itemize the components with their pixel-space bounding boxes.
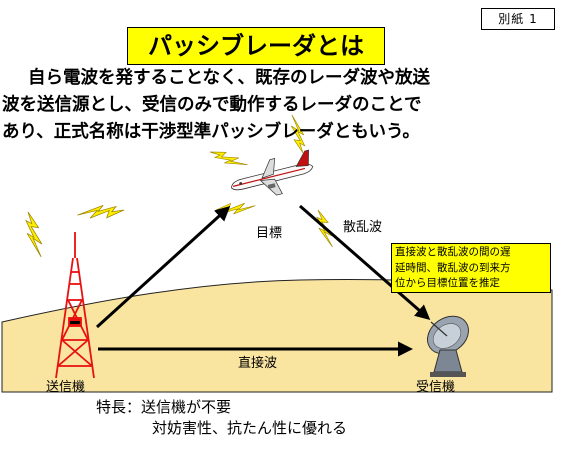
target-label: 目標 xyxy=(256,226,283,241)
direct-wave-label: 直接波 xyxy=(238,356,278,371)
airplane-icon xyxy=(231,149,314,196)
arrow-icon xyxy=(95,205,231,329)
description: 自ら電波を発することなく、既存のレーダ波や放送 波を送信源とし、受信のみで動作す… xyxy=(2,65,564,146)
arrow-icon xyxy=(299,204,431,320)
description-line-2: 波を送信源とし、受信のみで動作するレーダのことで xyxy=(2,95,422,115)
description-line-3: あり、正式名称は干渉型準パッシブレーダともいう。 xyxy=(2,122,420,142)
scattered-wave-label: 散乱波 xyxy=(343,220,383,235)
feature-line-2: 対妨害性、抗たん性に優れる xyxy=(152,419,348,437)
tv-tower-icon xyxy=(55,232,95,379)
estimation-note-box: 直接波と散乱波の間の遅 延時間、散乱波の到来方 位から目標位置を推定 xyxy=(391,243,551,293)
transmitter-label: 送信機 xyxy=(46,380,86,395)
ground-area xyxy=(1,278,553,393)
feature-line-1: 特長：送信機が不要 xyxy=(96,398,232,416)
document-attachment-tag: 別紙 1 xyxy=(481,8,555,30)
description-line-1: 自ら電波を発することなく、既存のレーダ波や放送 xyxy=(28,68,430,88)
page-title: パッシブレーダとは xyxy=(127,27,385,65)
note-line-3: 位から目標位置を推定 xyxy=(395,277,500,289)
note-line-2: 延時間、散乱波の到来方 xyxy=(395,261,511,274)
features: 特長：送信機が不要 対妨害性、抗たん性に優れる xyxy=(96,397,347,439)
note-line-1: 直接波と散乱波の間の遅 xyxy=(395,246,511,258)
lightning-bolt-icon xyxy=(10,189,125,258)
receiver-label: 受信機 xyxy=(416,380,456,395)
parabolic-antenna-icon xyxy=(427,315,469,377)
